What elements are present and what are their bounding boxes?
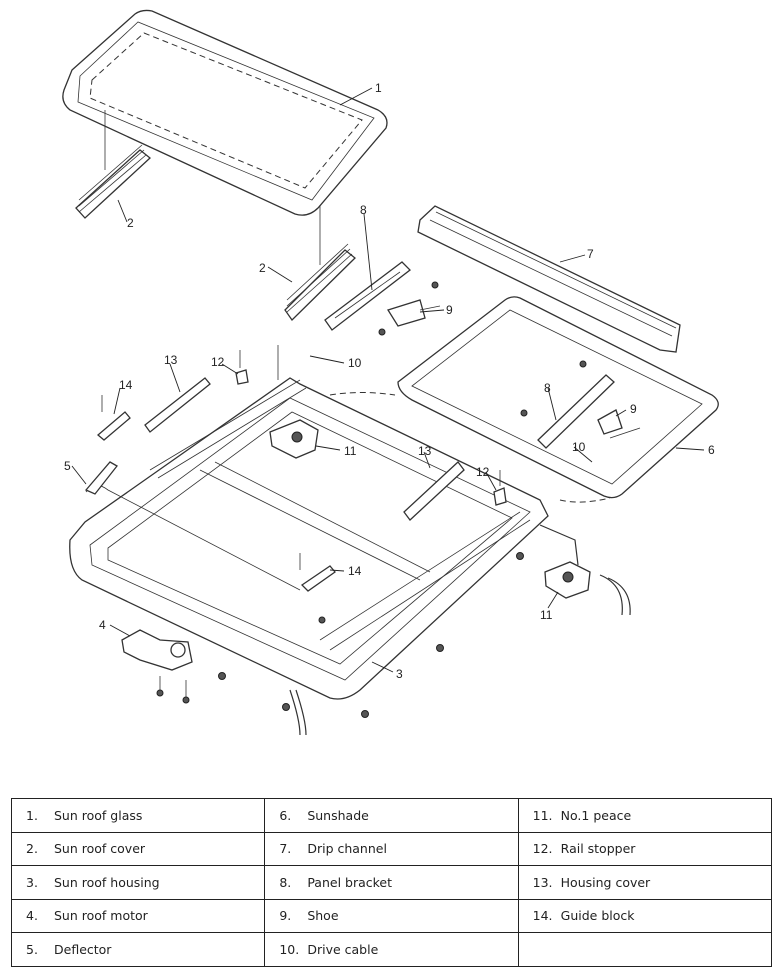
no1-peace-lower xyxy=(544,561,591,599)
rail-stopper-left xyxy=(235,345,279,385)
legend-row: 1.Sun roof glass 6.Sunshade 11.No.1 peac… xyxy=(10,798,773,833)
legend-cell: 11.No.1 peace xyxy=(517,798,773,833)
legend-cell: 13.Housing cover xyxy=(517,865,773,900)
panel-bracket-lower xyxy=(520,360,615,449)
housing-cover-right xyxy=(403,461,465,521)
legend-cell-empty xyxy=(517,932,773,967)
callout-10: 10 xyxy=(572,440,586,454)
legend-row: 2.Sun roof cover 7.Drip channel 12.Rail … xyxy=(10,831,773,866)
guide-block-upper xyxy=(96,395,131,441)
callout-5: 5 xyxy=(64,459,71,473)
callout-4: 4 xyxy=(99,618,106,632)
legend-row: 5.Deflector 10.Drive cable xyxy=(10,932,773,967)
sun-roof-cover-right xyxy=(284,205,356,322)
sun-roof-glass xyxy=(62,9,388,216)
callout-9: 9 xyxy=(446,303,453,317)
callout-3: 3 xyxy=(396,667,403,681)
legend-cell: 5.Deflector xyxy=(10,932,266,967)
leader-lines xyxy=(71,87,705,673)
legend-cell: 1.Sun roof glass xyxy=(10,798,266,833)
legend-cell: 8.Panel bracket xyxy=(264,865,519,900)
callout-6: 6 xyxy=(708,443,715,457)
parts-legend-table: 1.Sun roof glass 6.Sunshade 11.No.1 peac… xyxy=(10,798,773,967)
fasteners xyxy=(156,552,524,718)
panel-bracket-upper xyxy=(324,261,439,336)
callout-10: 10 xyxy=(348,356,362,370)
callout-11: 11 xyxy=(540,608,553,622)
legend-cell: 7.Drip channel xyxy=(264,831,519,866)
sunshade xyxy=(329,296,719,503)
drive-cable-left xyxy=(289,689,307,736)
legend-cell: 9.Shoe xyxy=(264,898,519,933)
legend-row: 3.Sun roof housing 8.Panel bracket 13.Ho… xyxy=(10,865,773,900)
legend-cell: 14.Guide block xyxy=(517,898,773,933)
callout-12: 12 xyxy=(476,465,490,479)
legend-cell: 12.Rail stopper xyxy=(517,831,773,866)
legend-cell: 10.Drive cable xyxy=(264,932,519,967)
callout-14: 14 xyxy=(348,564,362,578)
callout-labels: 1 2 2 3 4 5 6 7 8 8 9 9 10 10 11 11 12 1… xyxy=(64,81,715,681)
legend-cell: 6.Sunshade xyxy=(264,798,519,833)
legend-cell: 3.Sun roof housing xyxy=(10,865,266,900)
housing-cover-left xyxy=(144,377,211,433)
guide-block-lower xyxy=(299,553,336,592)
callout-7: 7 xyxy=(587,247,594,261)
callout-14: 14 xyxy=(119,378,133,392)
drip-channel xyxy=(417,205,681,353)
callout-12: 12 xyxy=(211,355,225,369)
legend-cell: 4.Sun roof motor xyxy=(10,898,266,933)
callout-13: 13 xyxy=(418,444,432,458)
drive-cable-right xyxy=(539,524,631,616)
callout-9: 9 xyxy=(630,402,637,416)
deflector xyxy=(84,461,118,495)
sun-roof-motor xyxy=(121,629,193,700)
callout-8: 8 xyxy=(360,203,367,217)
sun-roof-housing xyxy=(69,377,549,700)
shoe-upper xyxy=(387,299,441,327)
sun-roof-cover-left xyxy=(75,110,151,219)
no1-peace-upper xyxy=(269,419,319,459)
callout-11: 11 xyxy=(344,444,357,458)
callout-8: 8 xyxy=(544,381,551,395)
callout-2: 2 xyxy=(259,261,266,275)
callout-13: 13 xyxy=(164,353,178,367)
exploded-view-diagram: 1 2 2 3 4 5 6 7 8 8 9 9 10 10 11 11 12 1… xyxy=(62,9,719,736)
callout-2: 2 xyxy=(127,216,134,230)
rail-stopper-right xyxy=(493,470,507,506)
legend-row: 4.Sun roof motor 9.Shoe 14.Guide block xyxy=(10,898,773,933)
legend-cell: 2.Sun roof cover xyxy=(10,831,266,866)
callout-1: 1 xyxy=(375,81,382,95)
